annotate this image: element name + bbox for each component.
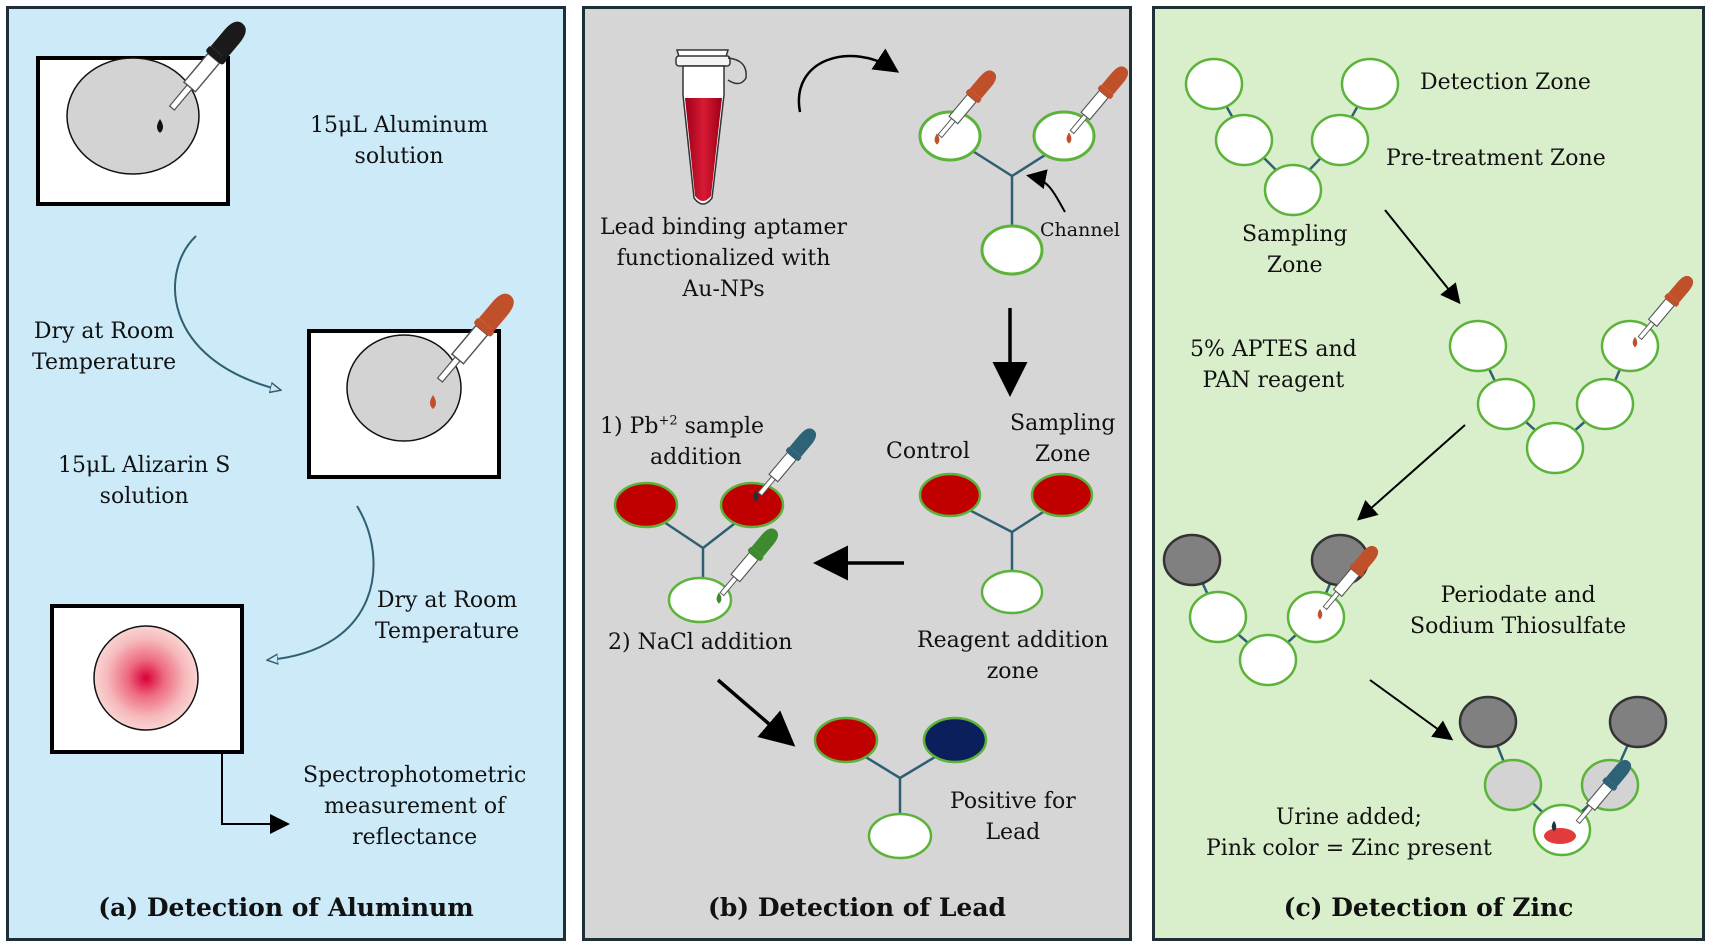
text-line: Temperature bbox=[375, 619, 520, 644]
text-line: Reagent addition bbox=[917, 628, 1109, 653]
label-aluminum-solution: 15μL Aluminum solution bbox=[310, 110, 488, 172]
text-line: Sodium Thiosulfate bbox=[1410, 614, 1627, 639]
pink-spot bbox=[1544, 828, 1576, 844]
label-alizarin-solution: 15μL Alizarin S solution bbox=[58, 450, 230, 512]
zone-left bbox=[613, 481, 679, 529]
label-sampling-zone-c: Sampling Zone bbox=[1242, 219, 1347, 281]
panel-b-artwork bbox=[613, 48, 1133, 860]
text-part: 1) Pb bbox=[600, 414, 659, 439]
text-line: Au-NPs bbox=[682, 277, 765, 302]
zone-left bbox=[918, 110, 982, 162]
arrow-icon bbox=[1384, 209, 1461, 305]
text-line: 1) Pb+2 sample bbox=[600, 411, 764, 442]
text-line: Periodate and bbox=[1440, 583, 1596, 608]
text-line: 5% APTES and bbox=[1190, 337, 1357, 362]
arrow-icon bbox=[1369, 679, 1454, 741]
label-dry-2: Dry at Room Temperature bbox=[375, 585, 519, 647]
panel-c-artwork bbox=[1162, 57, 1698, 857]
zone-left bbox=[813, 716, 879, 764]
dropper-icon bbox=[714, 523, 783, 601]
reagent-zone bbox=[980, 569, 1044, 615]
label-positive-lead: Positive for Lead bbox=[950, 786, 1076, 848]
label-spectrophotometric: Spectrophotometric measurement of reflec… bbox=[303, 760, 526, 853]
v-device-1 bbox=[1184, 57, 1400, 217]
v-device-3 bbox=[1162, 533, 1370, 687]
text-line: addition bbox=[650, 445, 742, 470]
label-urine: Urine added; Pink color = Zinc present bbox=[1206, 802, 1492, 864]
panel-b-title: (b) Detection of Lead bbox=[708, 893, 1006, 922]
text-line: Dry at Room bbox=[33, 319, 175, 344]
label-control: Control bbox=[886, 439, 970, 464]
text-superscript: +2 bbox=[658, 413, 678, 429]
label-reagent-zone: Reagent addition zone bbox=[917, 625, 1108, 687]
text-line: Temperature bbox=[32, 350, 177, 375]
text-line: Urine added; bbox=[1275, 805, 1422, 830]
text-line: reflectance bbox=[352, 825, 478, 850]
arrow-icon bbox=[221, 752, 290, 834]
label-periodate: Periodate and Sodium Thiosulfate bbox=[1410, 580, 1626, 642]
zone-right bbox=[719, 481, 785, 529]
label-aptamer: Lead binding aptamer functionalized with… bbox=[600, 212, 847, 305]
test-spot-2 bbox=[346, 334, 462, 442]
panel-lead bbox=[582, 6, 1132, 941]
text-line: PAN reagent bbox=[1202, 368, 1345, 393]
text-line: functionalized with bbox=[616, 246, 831, 271]
label-channel: Channel bbox=[1040, 219, 1120, 241]
text-line: 15μL Aluminum bbox=[310, 113, 489, 138]
text-line: Dry at Room bbox=[376, 588, 518, 613]
text-line: Lead bbox=[985, 820, 1041, 845]
dropper-icon bbox=[1064, 61, 1133, 139]
arrow-icon bbox=[174, 235, 280, 390]
test-spot-1 bbox=[66, 57, 200, 175]
sampling-zone bbox=[1030, 472, 1094, 518]
dropper-icon bbox=[1633, 271, 1698, 344]
zone-right-positive bbox=[922, 716, 988, 764]
panel-a-title: (a) Detection of Aluminum bbox=[98, 893, 474, 922]
v-device-2 bbox=[1448, 319, 1660, 475]
text-line: Pink color = Zinc present bbox=[1206, 836, 1492, 861]
zone-bottom bbox=[667, 576, 733, 624]
text-line: solution bbox=[354, 144, 444, 169]
label-dry-1: Dry at Room Temperature bbox=[32, 316, 176, 378]
text-line: measurement of bbox=[324, 794, 506, 819]
label-pretreatment-zone: Pre-treatment Zone bbox=[1386, 146, 1606, 171]
microtube-icon bbox=[675, 49, 747, 205]
text-line: Zone bbox=[1266, 253, 1323, 278]
text-line: Spectrophotometric bbox=[303, 763, 527, 788]
text-line: Positive for bbox=[950, 789, 1076, 814]
label-pb-sample: 1) Pb+2 sample addition bbox=[600, 411, 764, 473]
text-line: Zone bbox=[1034, 442, 1091, 467]
label-sampling-zone: Sampling Zone bbox=[1010, 408, 1115, 470]
text-line: Sampling bbox=[1010, 411, 1116, 436]
label-detection-zone: Detection Zone bbox=[1420, 70, 1591, 95]
panel-a-artwork bbox=[36, 15, 521, 834]
label-aptes-pan: 5% APTES and PAN reagent bbox=[1190, 334, 1357, 396]
arrow-icon bbox=[1026, 169, 1066, 213]
arrow-icon bbox=[268, 505, 375, 660]
zone-bottom bbox=[980, 224, 1044, 276]
pink-result-spot bbox=[93, 625, 199, 731]
arrow-icon bbox=[797, 48, 900, 113]
arrow-icon bbox=[716, 678, 796, 747]
text-line: Sampling bbox=[1242, 222, 1348, 247]
panel-c-title: (c) Detection of Zinc bbox=[1283, 893, 1574, 922]
control-zone bbox=[918, 472, 982, 518]
text-line: solution bbox=[99, 484, 189, 509]
text-line: Lead binding aptamer bbox=[600, 215, 848, 240]
arrow-icon bbox=[1357, 424, 1466, 521]
text-line: 15μL Alizarin S bbox=[58, 453, 231, 478]
text-line: zone bbox=[986, 659, 1039, 684]
text-part: sample bbox=[677, 414, 765, 439]
zone-bottom bbox=[867, 812, 933, 860]
label-nacl: 2) NaCl addition bbox=[608, 630, 793, 655]
